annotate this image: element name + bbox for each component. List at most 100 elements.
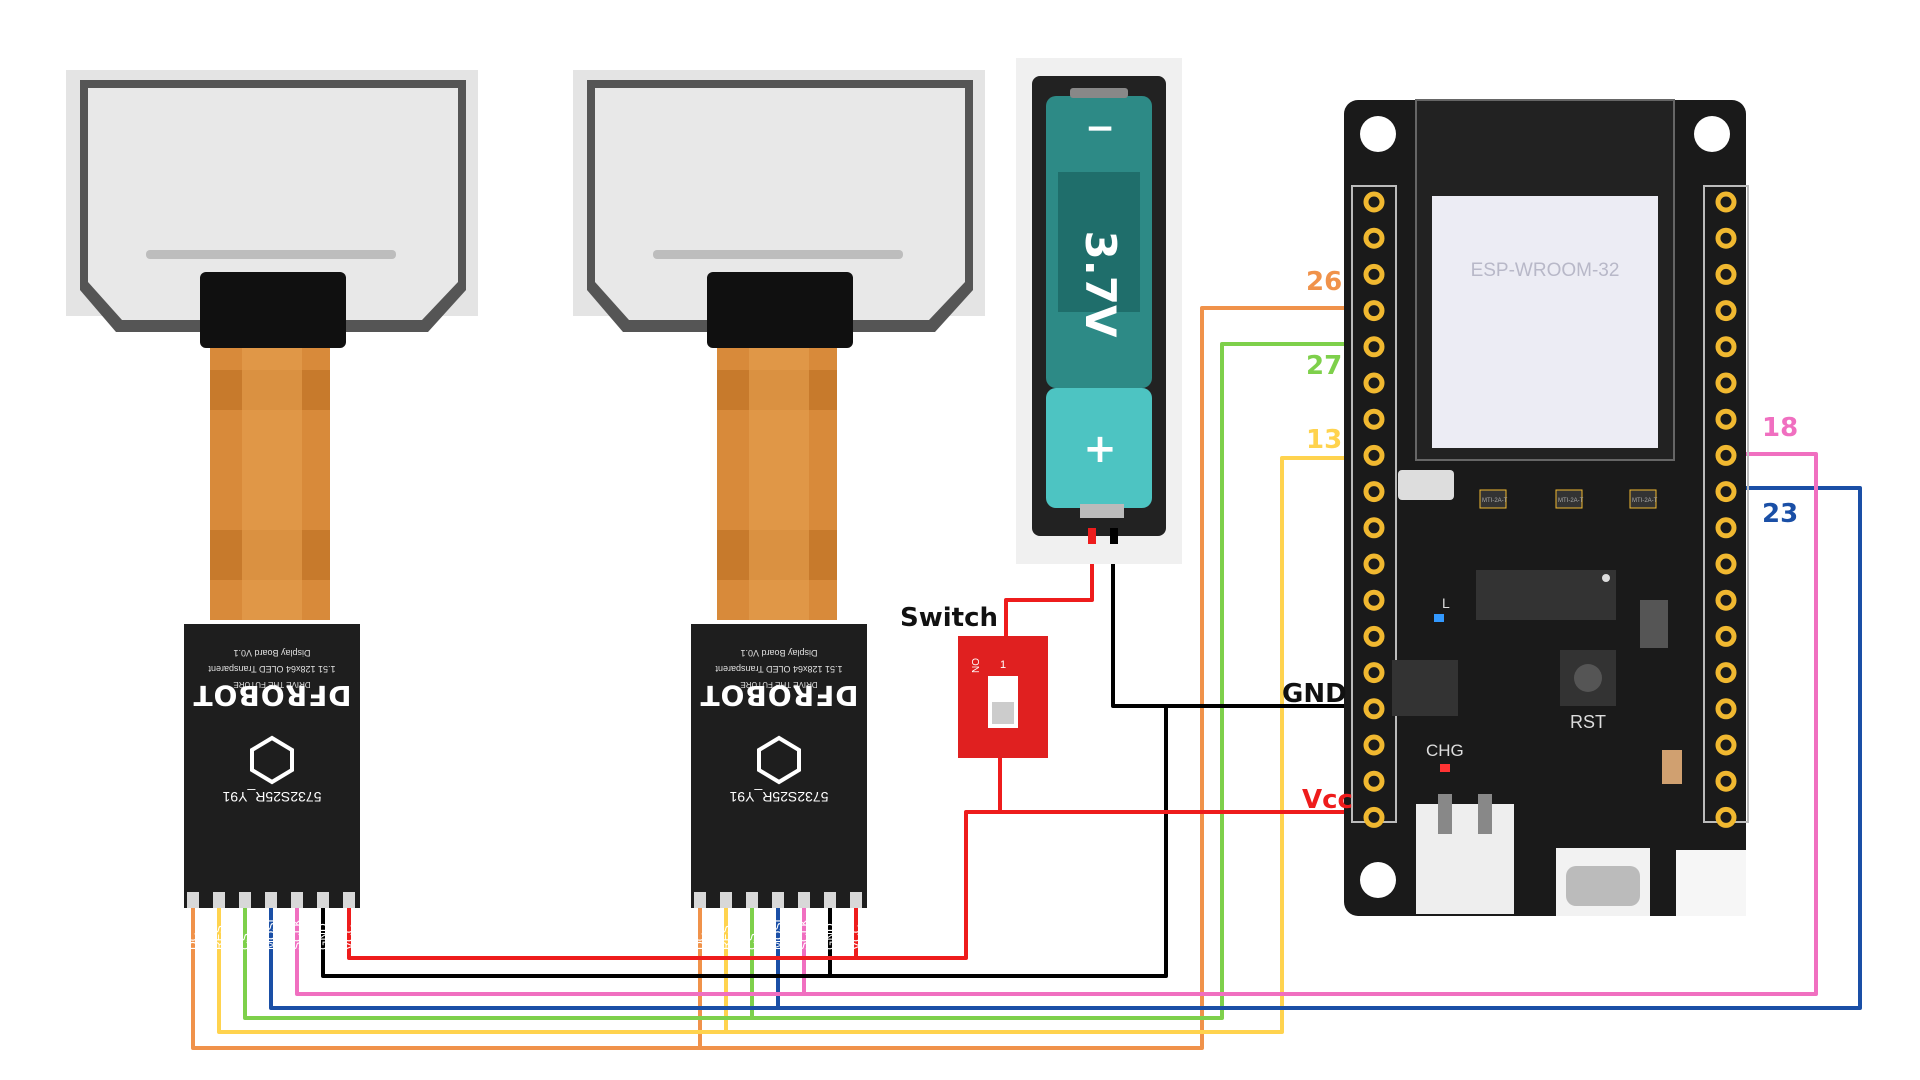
chip3-label: MTI-2A-T [1632, 498, 1658, 504]
display2-code: 5732S25R_Y91 [729, 789, 828, 805]
pin2-cs-label: CS [745, 933, 759, 950]
header-pin [1363, 517, 1385, 539]
display1-pin-pads [187, 892, 355, 908]
header-pin [1363, 300, 1385, 322]
pin-res-label: RES [212, 925, 226, 950]
header-pin [1363, 553, 1385, 575]
gnd-label: GND [1282, 679, 1347, 709]
switch-on-label: ON [969, 658, 980, 673]
switch-one-label: 1 [1000, 659, 1006, 671]
pin-cs-label: CS [238, 933, 252, 950]
header-pin [1715, 517, 1737, 539]
header-pin [1363, 408, 1385, 430]
header-pin [1363, 734, 1385, 756]
header-pin [1715, 191, 1737, 213]
pin-27-label: 27 [1306, 351, 1342, 381]
pin2-vcc-label: VCC [849, 924, 863, 950]
oled-display-2: Display Board V0.1 1.51 128x64 OLED Tran… [573, 70, 985, 950]
header-pin [1363, 625, 1385, 647]
header-pin [1363, 481, 1385, 503]
pin2-gnd-label: GND [823, 923, 837, 950]
header-pin [1715, 734, 1737, 756]
dip-switch[interactable]: Switch ON 1 [900, 603, 1048, 758]
battery-plus: + [1083, 426, 1117, 472]
vcc-label: Vcc [1302, 785, 1353, 815]
pin-vcc-label: VCC [342, 924, 356, 950]
display2-tagline: DRIVE THE FUTURE [740, 680, 817, 689]
wire-res-13 [217, 456, 1374, 1034]
oled-display-1: Display Board V0.1 1.51 128x64 OLED Tran… [66, 70, 478, 950]
header-pin [1715, 481, 1737, 503]
header-pin [1363, 191, 1385, 213]
wire-vcc [347, 810, 1374, 960]
chip2-label: MTI-2A-T [1558, 498, 1584, 504]
header-pin [1363, 662, 1385, 684]
wire-battery-switch [1004, 536, 1094, 640]
wire-sclk-18 [295, 452, 1818, 996]
pin-mosi-label: MOSI [264, 919, 278, 950]
header-pin [1715, 662, 1737, 684]
display2-line2: Display Board V0.1 [740, 648, 817, 658]
module-label: ESP-WROOM-32 [1471, 260, 1620, 281]
pin-sclk-label: SCLK [290, 919, 304, 950]
header-pin [1363, 444, 1385, 466]
wires [191, 306, 1862, 1050]
display-code: 5732S25R_Y91 [222, 789, 321, 805]
chg-label: CHG [1426, 741, 1464, 760]
header-pin [1363, 698, 1385, 720]
wire-mosi-23 [269, 486, 1862, 1010]
esp32-board: ESP-WROOM-32 RST CHG L MTI-2A-T MTI-2A-T… [1344, 99, 1749, 916]
pin2-mosi-label: MOSI [771, 919, 785, 950]
header-pin [1363, 227, 1385, 249]
display-tagline: DRIVE THE FUTURE [233, 680, 310, 689]
header-pin [1715, 553, 1737, 575]
wire-cs-27 [243, 342, 1374, 1020]
dfrobot-logo-icon [757, 735, 801, 785]
header-pin [1363, 263, 1385, 285]
header-pin [1715, 263, 1737, 285]
switch-label: Switch [900, 603, 998, 633]
pin-13-label: 13 [1306, 425, 1342, 455]
header-pin [1715, 444, 1737, 466]
battery-minus: − [1085, 108, 1115, 149]
display-line2: Display Board V0.1 [233, 648, 310, 658]
pin-18-label: 18 [1762, 413, 1798, 443]
pin-23-label: 23 [1762, 499, 1798, 529]
display-line1: 1.51 128x64 OLED Transparent [208, 664, 336, 674]
rst-label: RST [1570, 712, 1606, 732]
header-pin [1363, 372, 1385, 394]
dfrobot-logo-icon [250, 735, 294, 785]
right-pin-header [1715, 191, 1737, 828]
header-pin [1715, 300, 1737, 322]
pin2-sclk-label: SCLK [797, 919, 811, 950]
header-pin [1715, 227, 1737, 249]
display2-pin-pads [694, 892, 862, 908]
pin-dc-label: DC [186, 932, 200, 950]
battery-holder: − + 3.7V [1016, 58, 1182, 564]
display2-brand: DFROBOT [700, 679, 859, 712]
led-label: L [1442, 595, 1450, 611]
pin-gnd-label: GND [316, 923, 330, 950]
header-pin [1715, 589, 1737, 611]
header-pin [1715, 372, 1737, 394]
header-pin [1363, 589, 1385, 611]
chip1-label: MTI-2A-T [1482, 498, 1508, 504]
battery-voltage: 3.7V [1076, 231, 1125, 338]
wire-gnd-battery [1111, 536, 1166, 708]
wire-dc-26 [191, 306, 1374, 1050]
header-pin [1363, 770, 1385, 792]
pin-26-label: 26 [1306, 267, 1342, 297]
wire-gnd [321, 704, 1374, 978]
header-pin [1363, 336, 1385, 358]
header-pin [1715, 806, 1737, 828]
display-brand: DFROBOT [193, 679, 352, 712]
pin2-res-label: RES [719, 925, 733, 950]
header-pin [1715, 770, 1737, 792]
header-pin [1715, 336, 1737, 358]
pin-labels: 26 27 13 18 23 GND Vcc [1282, 267, 1798, 815]
header-pin [1715, 408, 1737, 430]
pin2-dc-label: DC [693, 932, 707, 950]
display2-line1: 1.51 128x64 OLED Transparent [715, 664, 843, 674]
left-pin-header [1363, 191, 1385, 828]
